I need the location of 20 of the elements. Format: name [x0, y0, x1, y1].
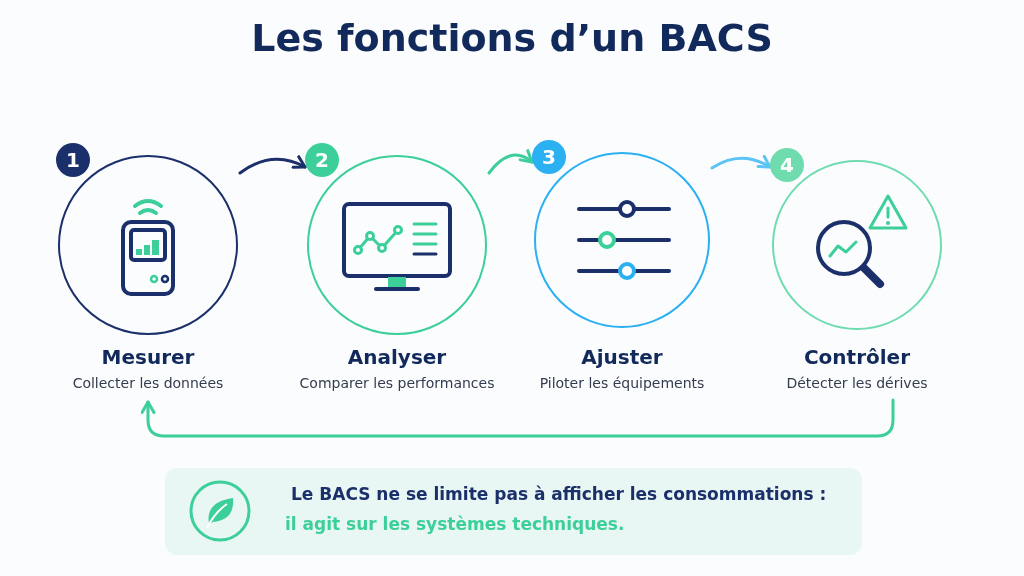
arrow [238, 155, 307, 175]
step-number: 4 [770, 148, 804, 182]
arrow [487, 149, 534, 175]
step-number: 3 [532, 140, 566, 174]
note-panel [165, 468, 862, 555]
arrow [140, 398, 895, 438]
note-text: il agit sur les systèmes techniques. [285, 514, 625, 534]
arrow [710, 155, 772, 170]
step-description: Comparer les performances [299, 375, 495, 391]
step-description: Détecter les dérives [786, 375, 928, 391]
note-text: Le BACS ne se limite pas à afficher les consommations : [291, 484, 827, 504]
step-title: Ajuster [581, 345, 663, 369]
step-number: 2 [305, 143, 339, 177]
step-description: Collecter les données [72, 375, 224, 391]
step-title: Contrôler [803, 345, 911, 369]
step-description: Piloter les équipements [539, 375, 705, 391]
step-number: 1 [56, 143, 90, 177]
step-title: Mesurer [101, 345, 195, 369]
title: Les fonctions d’un BACS [250, 16, 774, 60]
step-title: Analyser [347, 345, 447, 369]
